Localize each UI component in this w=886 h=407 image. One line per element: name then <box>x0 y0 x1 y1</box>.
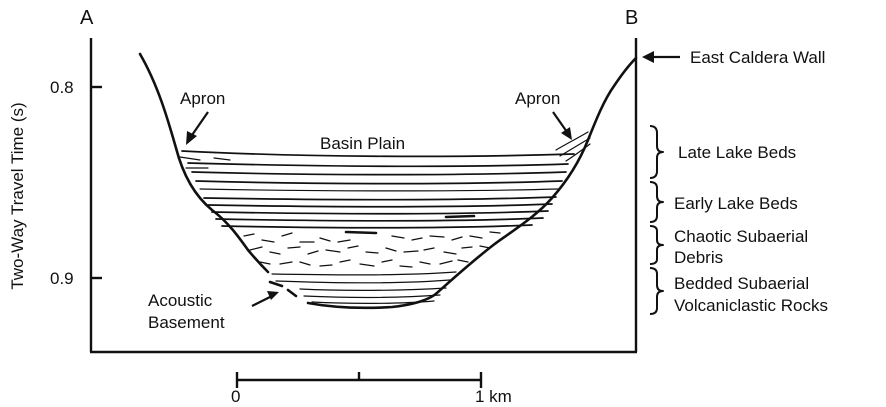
basin-plain-label: Basin Plain <box>320 134 405 153</box>
bed-early-1 <box>203 196 557 201</box>
annotation-arrows <box>186 51 680 307</box>
unit-label-chaotic-2: Debris <box>674 248 723 267</box>
chaotic-debris <box>243 231 501 268</box>
bed-early-2 <box>207 203 553 208</box>
early-bed-lens-2 <box>344 230 378 235</box>
y-tick-label-0-9: 0.9 <box>50 269 74 288</box>
acoustic-basement-label-1: Acoustic <box>148 291 213 310</box>
apron-right-beds <box>555 131 591 162</box>
unit-label-late-lake-beds: Late Lake Beds <box>678 143 796 162</box>
bed-early-5 <box>221 224 533 229</box>
brace-late-lake-beds <box>649 125 664 179</box>
bedded-volcaniclastic <box>271 271 457 304</box>
plot-frame <box>89 38 638 354</box>
scale-bar-end-label: 1 km <box>475 387 512 406</box>
west-caldera-wall <box>138 52 270 274</box>
bed-lower-4 <box>303 294 441 298</box>
debris-dashes-3 <box>259 259 469 268</box>
bed-early-4 <box>215 217 544 222</box>
east-caldera-wall-label: East Caldera Wall <box>690 48 825 67</box>
scale-bar <box>235 372 483 388</box>
y-tick-label-0-8: 0.8 <box>50 78 74 97</box>
apron-left-label: Apron <box>180 89 225 108</box>
bed-lower-3 <box>299 287 447 291</box>
apron-right-arrow <box>552 111 568 133</box>
apron-left-arrow <box>189 111 209 139</box>
unit-label-early-lake-beds: Early Lake Beds <box>674 194 798 213</box>
east-caldera-wall <box>494 56 638 245</box>
bed-early-3 <box>211 210 549 215</box>
early-bed-lens <box>444 214 476 219</box>
profile-end-label: B <box>625 7 638 29</box>
apron-left-arrowhead <box>186 131 197 145</box>
scale-bar-start-label: 0 <box>231 387 240 406</box>
apron-right-label: Apron <box>515 89 560 108</box>
brace-early-lake-beds <box>649 181 664 223</box>
bed-late-3 <box>191 171 567 176</box>
bed-late-1 <box>181 150 575 158</box>
acoustic-basement-arrowhead <box>267 291 279 300</box>
acoustic-basement-arrow <box>251 295 273 307</box>
unit-label-bedded-2: Volcaniclastic Rocks <box>674 296 828 315</box>
bed-late-4 <box>195 180 563 185</box>
apron-right-arrowhead <box>561 127 572 140</box>
east-wall-arrowhead <box>642 51 654 63</box>
profile-start-label: A <box>80 7 94 29</box>
y-axis-title: Two-Way Travel Time (s) <box>8 102 27 289</box>
bed-late-2 <box>187 162 569 168</box>
bed-late-5 <box>199 188 559 192</box>
unit-braces <box>649 125 664 315</box>
apron-left-beds <box>179 156 231 169</box>
debris-dashes-1 <box>243 231 501 243</box>
debris-dashes-2 <box>249 245 491 255</box>
bed-lower-5 <box>311 300 435 304</box>
unit-label-bedded-1: Bedded Subaerial <box>674 274 809 293</box>
basin-floor <box>306 241 498 310</box>
acoustic-basement-segment <box>268 280 298 298</box>
unit-label-chaotic-1: Chaotic Subaerial <box>674 227 808 246</box>
acoustic-basement-label-2: Basement <box>148 313 225 332</box>
bed-lower-2 <box>275 279 451 284</box>
early-lake-beds <box>203 196 557 235</box>
bed-lower-1 <box>271 271 457 276</box>
brace-bedded-volcaniclastic <box>649 267 664 315</box>
brace-chaotic-debris <box>649 225 664 265</box>
late-lake-beds <box>179 131 591 192</box>
